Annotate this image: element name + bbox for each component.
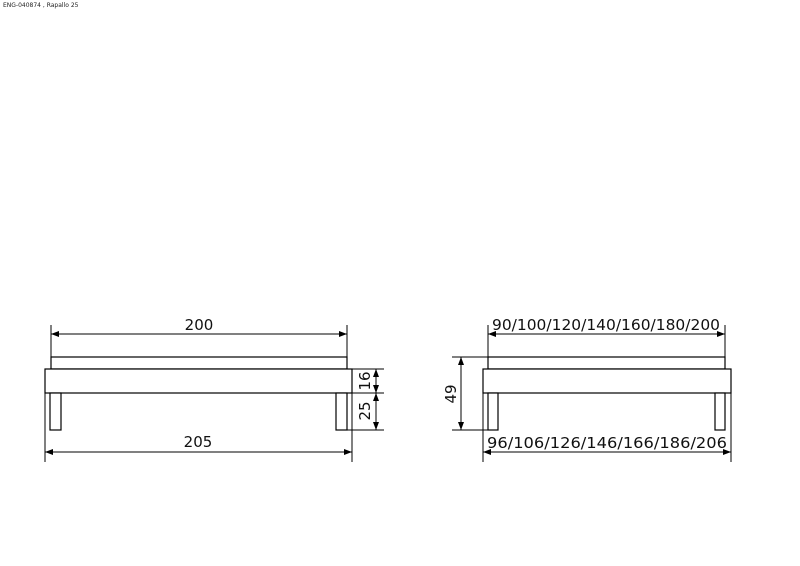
dimension-end-top-widths-label: 90/100/120/140/160/180/200 (492, 316, 720, 334)
dimension-leg-height-label: 25 (356, 401, 374, 420)
side-view-top-plate (50, 356, 348, 370)
end-view-frame (482, 368, 732, 394)
end-view-leg-right (714, 392, 726, 431)
dimension-bottom-width-label: 205 (184, 433, 213, 451)
end-view: 90/100/120/140/160/180/200 96/106/126/14… (442, 316, 732, 462)
end-view-top-plate (487, 356, 726, 370)
dimension-end-bottom-widths: 96/106/126/146/166/186/206 (482, 393, 732, 462)
dimension-end-bottom-widths-label: 96/106/126/146/166/186/206 (487, 434, 727, 452)
dimension-top-width: 200 (50, 316, 348, 357)
side-view-leg-left (49, 392, 62, 431)
dimension-frame-height-label: 16 (356, 371, 374, 390)
side-view-frame (44, 368, 353, 394)
end-view-leg-left (487, 392, 499, 431)
dimension-bottom-width: 205 (44, 393, 353, 462)
side-view-leg-right (335, 392, 348, 431)
side-view: 200 205 16 25 (44, 316, 384, 462)
dimension-end-total-height-label: 49 (442, 384, 460, 403)
dimension-end-total-height: 49 (442, 356, 488, 431)
drawing-reference-label: ENG-040874 , Rapallo 25 (3, 2, 79, 9)
dimension-end-top-widths: 90/100/120/140/160/180/200 (487, 316, 726, 357)
dimension-heights: 16 25 (347, 368, 384, 431)
dimension-top-width-label: 200 (185, 316, 214, 334)
